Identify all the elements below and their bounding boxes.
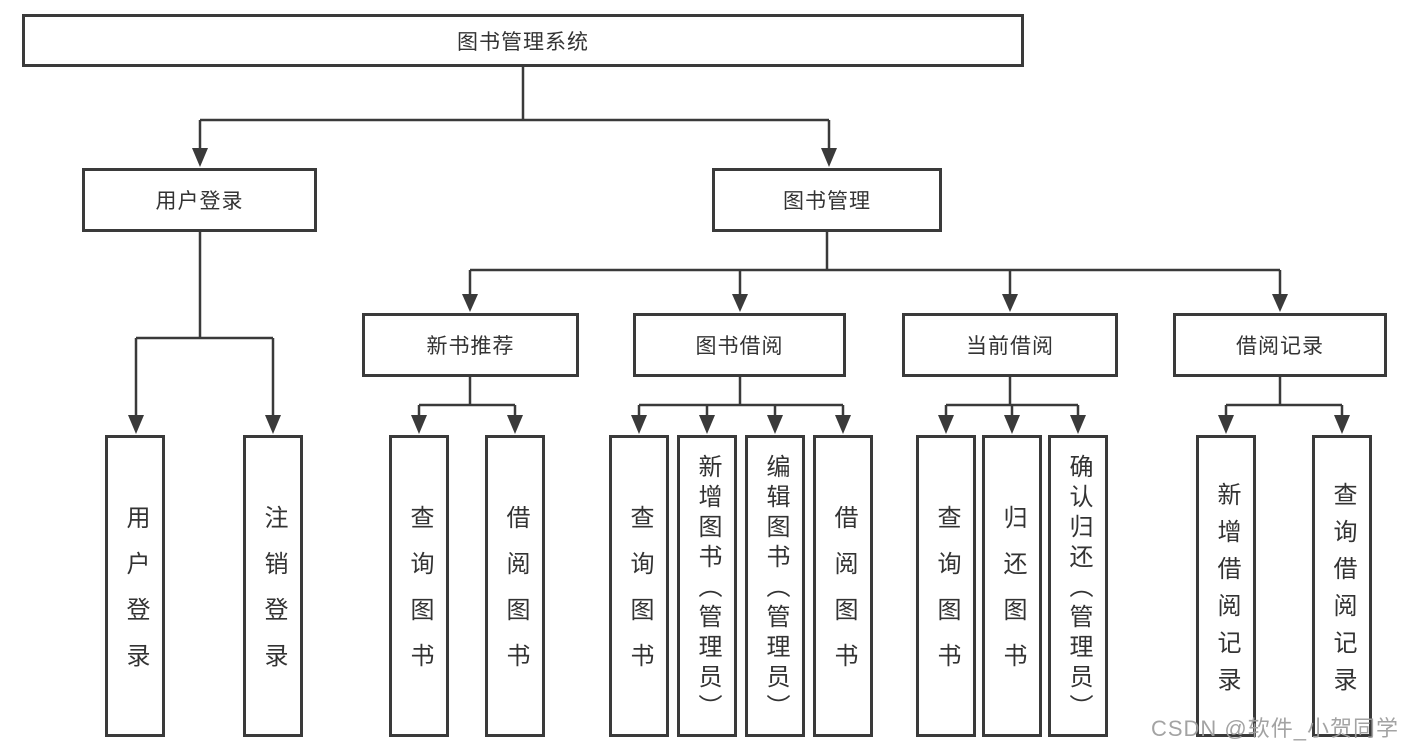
leaf-label: 用户登录 <box>122 505 149 689</box>
node-leaf-add-borrow-record: 新增借阅记录 <box>1196 435 1256 737</box>
node-book-management: 图书管理 <box>712 168 942 232</box>
leaf-label: 注销登录 <box>260 505 287 689</box>
node-leaf-confirm-return-admin: 确认归还（管理员） <box>1048 435 1108 737</box>
node-leaf-borrow-books-2: 借阅图书 <box>813 435 873 737</box>
leaf-label: 新增借阅记录 <box>1213 481 1240 704</box>
csdn-watermark: CSDN @软件_小贺同学 <box>1150 716 1399 741</box>
node-leaf-add-books-admin: 新增图书（管理员） <box>677 435 737 737</box>
connector-stems <box>134 67 1344 417</box>
node-borrow-records: 借阅记录 <box>1173 313 1387 377</box>
node-leaf-user-login: 用户登录 <box>105 435 165 737</box>
node-root: 图书管理系统 <box>22 14 1024 67</box>
leaf-label: 查询图书 <box>406 505 433 689</box>
leaf-label: 查询图书 <box>933 505 960 689</box>
node-leaf-edit-books-admin: 编辑图书（管理员） <box>745 435 805 737</box>
leaf-label: 借阅图书 <box>502 505 529 689</box>
leaf-label: 归还图书 <box>999 505 1026 689</box>
leaf-label: 确认归还（管理员） <box>1065 454 1092 724</box>
node-leaf-query-borrow-record: 查询借阅记录 <box>1312 435 1372 737</box>
leaf-label: 借阅图书 <box>830 505 857 689</box>
node-leaf-query-books-3: 查询图书 <box>916 435 976 737</box>
leaf-label: 查询图书 <box>626 505 653 689</box>
node-book-borrowing: 图书借阅 <box>633 313 846 377</box>
node-user-login: 用户登录 <box>82 168 317 232</box>
node-leaf-query-books-1: 查询图书 <box>389 435 449 737</box>
node-leaf-return-books: 归还图书 <box>982 435 1042 737</box>
leaf-label: 编辑图书（管理员） <box>762 454 789 724</box>
node-new-book-recommend: 新书推荐 <box>362 313 579 377</box>
node-leaf-borrow-books-1: 借阅图书 <box>485 435 545 737</box>
node-leaf-logout: 注销登录 <box>243 435 303 737</box>
leaf-label: 查询借阅记录 <box>1329 481 1356 704</box>
node-leaf-query-books-2: 查询图书 <box>609 435 669 737</box>
arrowheads <box>128 148 1350 434</box>
node-current-borrowing: 当前借阅 <box>902 313 1118 377</box>
leaf-label: 新增图书（管理员） <box>694 454 721 724</box>
